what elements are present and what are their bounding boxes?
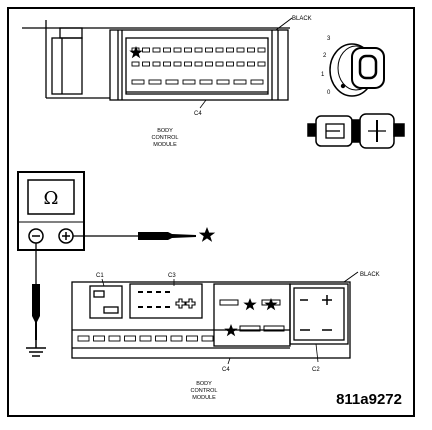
pin-slot xyxy=(170,335,183,342)
outer-frame xyxy=(7,7,415,417)
top-connector-pins xyxy=(131,47,266,85)
ignition-switch-icon xyxy=(329,43,385,97)
bcm-top-line-1: BODY xyxy=(157,128,173,134)
pin-slot xyxy=(131,61,140,67)
bcm-top-line-3: MODULE xyxy=(153,142,177,148)
bottom-bcm-module xyxy=(71,281,351,359)
pin-slot xyxy=(236,61,245,67)
bcm-bottom-line-2: CONTROL xyxy=(191,388,218,394)
pin-slot xyxy=(250,79,264,85)
c2-label: C2 xyxy=(312,367,320,373)
key-position-2: 2 xyxy=(323,53,327,59)
pin-slot xyxy=(139,335,152,342)
pin-slot xyxy=(226,61,234,67)
star-icon xyxy=(198,227,216,242)
bcm-label-top: BODY CONTROL MODULE xyxy=(152,128,179,148)
pin-slot xyxy=(247,47,255,53)
figure-id: 811a9272 xyxy=(336,391,402,408)
pin-slot xyxy=(186,335,198,342)
c2-terminals xyxy=(300,295,332,331)
pin-slot xyxy=(236,47,245,53)
pin-slot xyxy=(155,335,167,342)
pin-slot xyxy=(148,79,162,85)
pin-slot xyxy=(124,335,136,342)
pin-slot xyxy=(216,79,230,85)
key-position-1: 1 xyxy=(321,72,325,78)
pin-slot xyxy=(77,335,90,342)
bcm-bottom-line-3: MODULE xyxy=(192,395,216,401)
star-icon xyxy=(243,298,257,311)
star-icon xyxy=(224,324,238,337)
pin-slot xyxy=(142,47,150,53)
pin-slot xyxy=(233,79,247,85)
black-label-top: BLACK xyxy=(292,16,312,22)
c3-terminals xyxy=(138,291,170,308)
negative-test-lead xyxy=(32,243,40,340)
pin-slot xyxy=(184,61,192,67)
black-label-bottom: BLACK xyxy=(360,272,380,278)
pin-slot xyxy=(194,47,203,53)
pin-slot xyxy=(93,335,105,342)
bcm-top-line-2: CONTROL xyxy=(152,135,179,141)
c1-label: C1 xyxy=(96,273,104,279)
top-connector-c4 xyxy=(22,20,290,101)
pin-slot xyxy=(142,61,150,67)
pin-slot xyxy=(173,61,182,67)
pin-slot xyxy=(152,47,161,53)
key-position-3: 3 xyxy=(327,36,331,42)
star-icon xyxy=(129,46,143,59)
pin-slot xyxy=(131,79,145,85)
pin-slot xyxy=(165,79,179,85)
pin-slot xyxy=(173,47,182,53)
c4-label-bottom: C4 xyxy=(222,367,230,373)
pin-slot xyxy=(184,47,192,53)
bottom-module-pins xyxy=(77,335,214,342)
key-position-0: 0 xyxy=(327,90,331,96)
pin-slot xyxy=(257,61,266,67)
pin-slot xyxy=(215,47,224,53)
pin-slot xyxy=(247,61,255,67)
connector-plug-icon xyxy=(307,113,405,149)
pin-slot xyxy=(201,335,214,342)
pin-slot xyxy=(205,61,213,67)
pin-slot xyxy=(108,335,121,342)
positive-test-lead xyxy=(73,227,216,242)
c3-plus-terminals xyxy=(175,298,196,309)
c3-label: C3 xyxy=(168,273,176,279)
pin-slot xyxy=(226,47,234,53)
bcm-label-bottom: BODY CONTROL MODULE xyxy=(191,381,218,401)
pin-slot xyxy=(152,61,161,67)
c4-label-top: C4 xyxy=(194,111,202,117)
pin-slot xyxy=(205,47,213,53)
ohmmeter-icon xyxy=(17,171,85,251)
pin-slot xyxy=(182,79,196,85)
pin-slot xyxy=(257,47,266,53)
pin-slot xyxy=(215,61,224,67)
pin-slot xyxy=(163,47,171,53)
bcm-bottom-line-1: BODY xyxy=(196,381,212,387)
pin-slot xyxy=(163,61,171,67)
ohm-symbol: Ω xyxy=(44,188,59,209)
pin-slot xyxy=(199,79,213,85)
ground-icon xyxy=(26,340,46,357)
pin-slot xyxy=(194,61,203,67)
star-icon xyxy=(264,298,278,311)
